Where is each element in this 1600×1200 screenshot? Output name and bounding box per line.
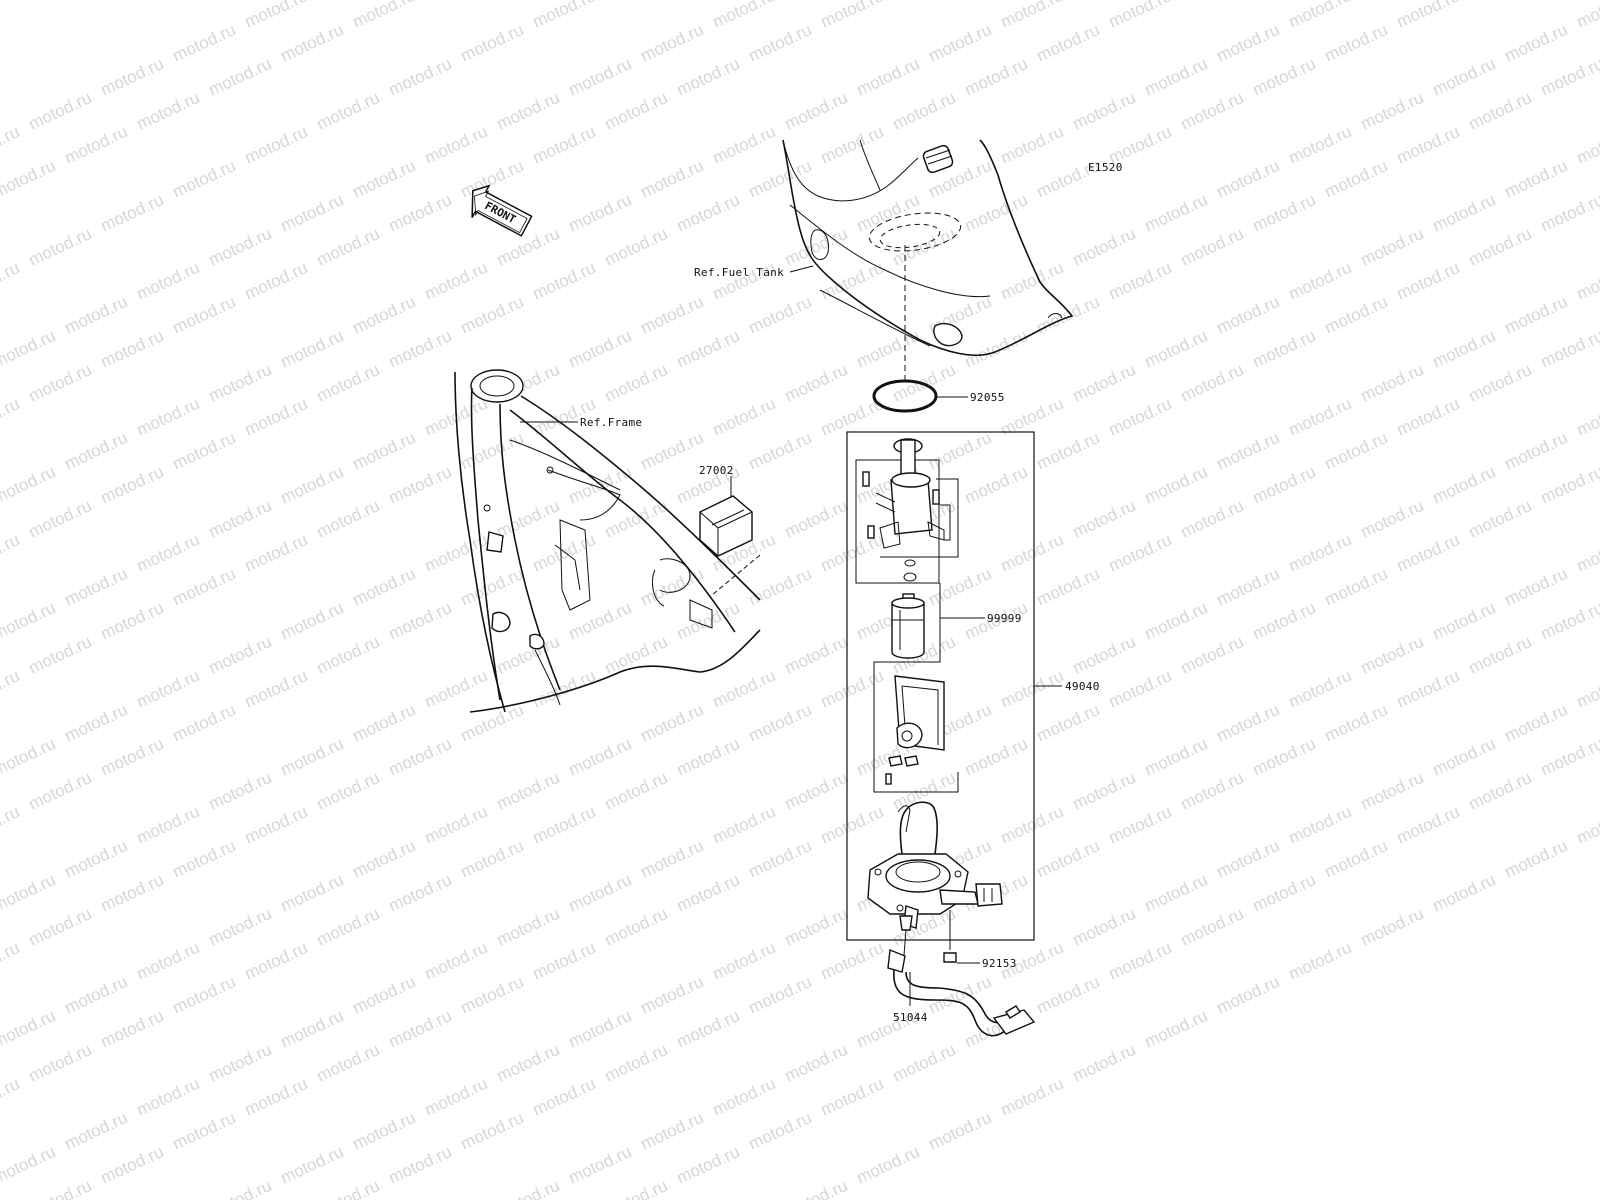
o-ring-small-1 [904, 559, 916, 567]
part-number-27002: 27002 [699, 464, 734, 477]
front-arrow-icon: FRONT [471, 184, 533, 237]
part-number-51044: 51044 [893, 1011, 928, 1024]
bolt-part [943, 952, 957, 963]
part-number-99999: 99999 [987, 612, 1022, 625]
part-number-92153: 92153 [982, 957, 1017, 970]
pump-flange [867, 853, 1003, 931]
fuel-tank-drawing [782, 139, 1074, 380]
fuel-pump-motor [891, 593, 925, 659]
diagram-code: E1520 [1088, 161, 1123, 174]
o-ring-small-2 [903, 572, 917, 582]
leader-fuel-tank [789, 265, 814, 273]
fuel-hose [887, 929, 1036, 1037]
frame-drawing [454, 369, 761, 713]
ref-frame-label: Ref.Frame [580, 416, 642, 429]
gasket-ring [872, 379, 938, 413]
ref-fuel-tank-label: Ref.Fuel Tank [694, 266, 784, 279]
relay-part [699, 495, 753, 557]
relay-dashed-leader [711, 554, 761, 596]
pump-bracket [862, 438, 959, 558]
wire-harness [899, 801, 938, 863]
part-number-49040: 49040 [1065, 680, 1100, 693]
part-number-92055: 92055 [970, 391, 1005, 404]
fuel-filter [885, 675, 945, 785]
fuel-cap-icon [922, 144, 954, 174]
